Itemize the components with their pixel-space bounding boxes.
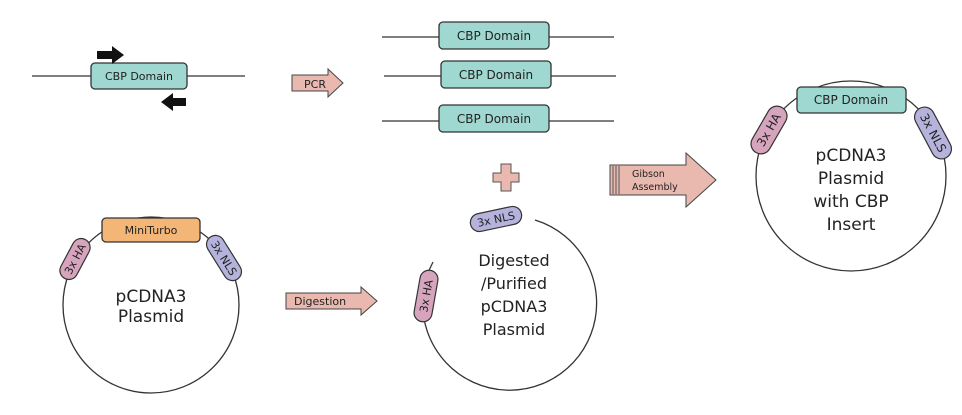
plus-icon xyxy=(492,163,520,192)
ha-tag-box xyxy=(413,269,439,323)
digested-plasmid: 3x NLS 3x HA Digested /Purified pCDNA3 P… xyxy=(413,205,598,391)
pcr-product-cbp-box xyxy=(438,21,550,50)
ha-tag-label: 3x HA xyxy=(417,278,436,313)
original-plasmid-name-line2: Plasmid xyxy=(118,307,184,327)
final-nls-tag: 3x NLS xyxy=(913,106,953,160)
reverse-primer-arrow-icon xyxy=(161,93,186,111)
template-cbp-domain-box xyxy=(90,62,188,90)
digested-plasmid-name-line2: /Purified xyxy=(481,274,547,293)
final-plasmid-name-line1: pCDNA3 xyxy=(816,146,887,166)
pcr-label: PCR xyxy=(304,78,326,91)
gibson-label-line1: Gibson xyxy=(632,169,665,180)
final-plasmid-name-line4: Insert xyxy=(827,215,876,235)
miniturbo-label: MiniTurbo xyxy=(125,224,178,237)
pcr-step: PCR xyxy=(291,67,344,99)
nls-tag-box xyxy=(469,205,523,233)
final-cbp-domain-label: CBP Domain xyxy=(814,93,888,107)
original-nls-tag: 3x NLS xyxy=(205,234,243,282)
digested-plasmid-name-line4: Plasmid xyxy=(483,320,545,339)
digestion-label: Digestion xyxy=(294,295,346,308)
pcr-product-cbp-label: CBP Domain xyxy=(459,68,533,82)
gibson-arrow-icon xyxy=(609,151,717,209)
final-plasmid-circle xyxy=(755,80,947,272)
pcr-arrow-icon xyxy=(291,67,344,99)
ha-tag-box xyxy=(750,105,788,155)
original-plasmid-circle xyxy=(62,216,240,394)
template-cbp-domain-label: CBP Domain xyxy=(105,70,173,83)
pcr-product-cbp-box xyxy=(440,60,552,89)
digested-plasmid-name-line3: pCDNA3 xyxy=(481,297,548,316)
nls-tag-box xyxy=(913,106,953,160)
pcr-products: CBP Domain CBP Domain CBP Domain xyxy=(382,21,616,133)
template-dna: CBP Domain xyxy=(32,46,245,111)
gibson-step: Gibson Assembly xyxy=(609,151,717,209)
final-plasmid-name-line2: Plasmid xyxy=(818,169,884,189)
digested-ha-tag: 3x HA xyxy=(413,269,439,323)
final-cbp-domain-box xyxy=(796,86,907,114)
pcr-product-cbp-label: CBP Domain xyxy=(457,29,531,43)
digested-plasmid-arc xyxy=(422,219,598,391)
original-plasmid: MiniTurbo 3x HA 3x NLS pCDNA3 Plasmid xyxy=(59,216,243,394)
digested-nls-tag: 3x NLS xyxy=(469,205,523,233)
nls-tag-box xyxy=(205,234,243,282)
pcr-product-cbp-label: CBP Domain xyxy=(457,112,531,126)
final-ha-tag: 3x HA xyxy=(750,105,788,155)
digested-plasmid-name-line1: Digested xyxy=(478,251,549,270)
gibson-label-line2: Assembly xyxy=(632,182,678,193)
final-plasmid: CBP Domain 3x HA 3x NLS pCDNA3 Plasmid w… xyxy=(750,80,953,272)
digestion-step: Digestion xyxy=(285,285,378,317)
original-plasmid-name-line1: pCDNA3 xyxy=(116,287,187,307)
final-plasmid-name-line3: with CBP xyxy=(813,192,888,212)
ha-tag-box xyxy=(59,237,91,281)
digestion-arrow-icon xyxy=(285,285,378,317)
original-ha-tag: 3x HA xyxy=(59,237,91,281)
forward-primer-arrow-icon xyxy=(97,46,124,64)
pcr-product-cbp-box xyxy=(438,104,550,133)
miniturbo-box xyxy=(101,217,201,243)
